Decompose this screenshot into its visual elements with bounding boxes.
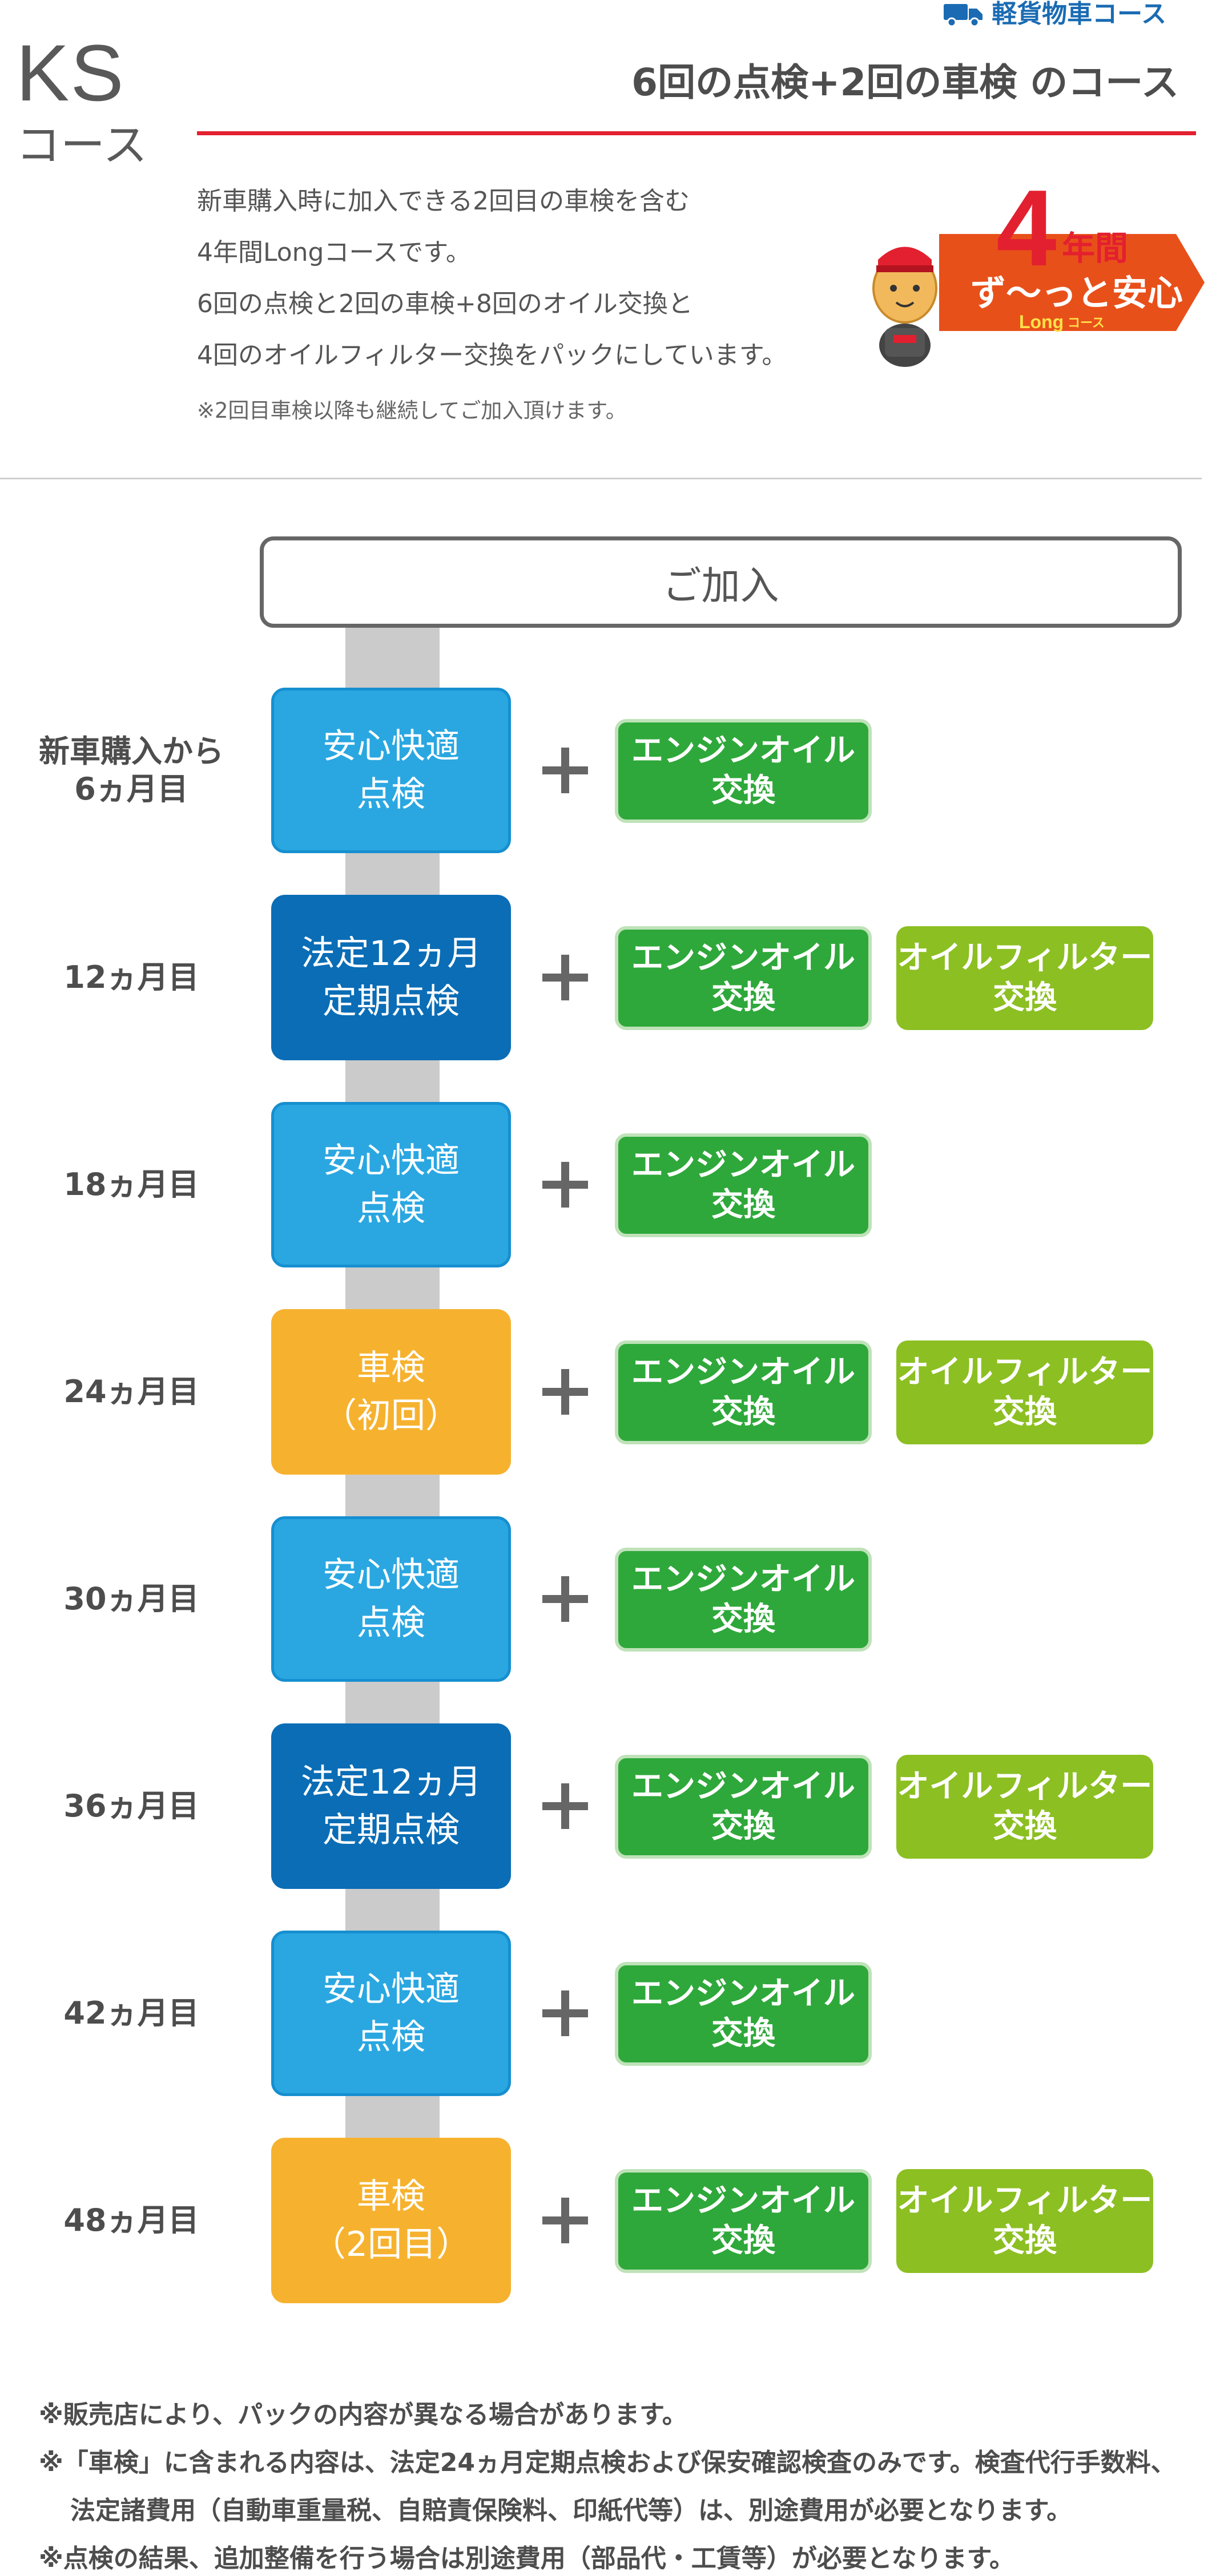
service-box-shaken: 車検 （2回目） — [271, 2138, 511, 2303]
footer-note: ※販売店により、パックの内容が異なる場合があります。 — [39, 2400, 687, 2429]
timeline-row: 24ヵ月目 車検 （初回） エンジンオイル 交換オイルフィルター 交換 — [0, 1309, 1212, 1475]
row-month-label: 48ヵ月目 — [63, 2202, 199, 2238]
timeline-row: 18ヵ月目 安心快適 点検エンジンオイル 交換 — [0, 1102, 1212, 1267]
plus-icon — [537, 2192, 594, 2249]
description-line: 4年間Longコースです。 — [197, 238, 471, 267]
footer-note: ※「車検」に含まれる内容は、法定24ヵ月定期点検および保安確認検査のみです。検査… — [39, 2448, 1176, 2477]
row-month-label: 12ヵ月目 — [63, 959, 199, 995]
plus-icon — [537, 1985, 594, 2042]
description-line: 4回のオイルフィルター交換をパックにしています。 — [197, 341, 787, 370]
badge-sub: Long — [1019, 312, 1064, 332]
service-box-inspect: 安心快適 点検 — [271, 1516, 511, 1682]
service-box-shaken: 車検 （初回） — [271, 1309, 511, 1475]
row-month-label: 30ヵ月目 — [63, 1581, 199, 1617]
timeline-row: 12ヵ月目 法定12ヵ月 定期点検エンジンオイル 交換オイルフィルター 交換 — [0, 895, 1212, 1060]
title-divider — [197, 131, 1196, 135]
course-title: 6回の点検+2回の車検 のコース — [631, 60, 1179, 104]
plus-icon — [537, 1778, 594, 1835]
engine-oil-box: エンジンオイル 交換 — [615, 1755, 872, 1859]
service-box-inspect: 安心快適 点検 — [271, 688, 511, 853]
description-line: 新車購入時に加入できる2回目の車検を含む — [197, 187, 690, 216]
truck-icon — [944, 4, 983, 27]
plus-icon — [537, 949, 594, 1006]
service-box-inspect: 安心快適 点検 — [271, 1102, 511, 1267]
row-month-label: 24ヵ月目 — [63, 1374, 199, 1410]
oil-filter-box: オイルフィルター 交換 — [896, 926, 1153, 1030]
timeline-row: 48ヵ月目 車検 （2回目） エンジンオイル 交換オイルフィルター 交換 — [0, 2138, 1212, 2303]
join-label-box: ご加入 — [260, 536, 1182, 628]
section-divider — [0, 478, 1202, 479]
oil-filter-box: オイルフィルター 交換 — [896, 2169, 1153, 2273]
engine-oil-box: エンジンオイル 交換 — [615, 1133, 872, 1237]
timeline-row: 36ヵ月目 法定12ヵ月 定期点検エンジンオイル 交換オイルフィルター 交換 — [0, 1723, 1212, 1889]
footer-note: 法定諸費用（自動車重量税、自賠責保険料、印紙代等）は、別途費用が必要となります。 — [70, 2496, 1072, 2525]
row-month-label: 新車購入から 6ヵ月目 — [39, 733, 224, 807]
row-month-label: 36ヵ月目 — [63, 1788, 199, 1824]
engine-oil-box: エンジンオイル 交換 — [615, 1962, 872, 2066]
description-line: 6回の点検と2回の車検+8回のオイル交換と — [197, 289, 693, 318]
mascot-icon — [872, 247, 937, 367]
footer-note: ※点検の結果、追加整備を行う場合は別途費用（部品代・工賃等）が必要となります。 — [39, 2544, 1015, 2573]
service-box-inspect: 安心快適 点検 — [271, 1931, 511, 2096]
service-box-legal: 法定12ヵ月 定期点検 — [271, 1723, 511, 1889]
plus-icon — [537, 1156, 594, 1213]
oil-filter-box: オイルフィルター 交換 — [896, 1755, 1153, 1859]
badge-banner — [939, 234, 1205, 331]
plus-icon — [537, 1570, 594, 1628]
plus-icon — [537, 1363, 594, 1420]
engine-oil-box: エンジンオイル 交換 — [615, 2169, 872, 2273]
engine-oil-box: エンジンオイル 交換 — [615, 1341, 872, 1444]
timeline-row: 30ヵ月目 安心快適 点検エンジンオイル 交換 — [0, 1516, 1212, 1682]
continuation-note: ※2回目車検以降も継続してご加入頂けます。 — [197, 398, 627, 423]
engine-oil-box: エンジンオイル 交換 — [615, 1548, 872, 1652]
vehicle-type-text: 軽貨物車コース — [992, 0, 1166, 29]
badge-sub-suffix: コース — [1068, 316, 1105, 330]
oil-filter-box: オイルフィルター 交換 — [896, 1341, 1153, 1444]
course-description: 新車購入時に加入できる2回目の車検を含む 4年間Longコースです。 6回の点検… — [197, 176, 787, 381]
engine-oil-box: エンジンオイル 交換 — [615, 719, 872, 823]
course-suffix: コース — [16, 120, 148, 171]
engine-oil-box: エンジンオイル 交換 — [615, 926, 872, 1030]
course-name: KS — [16, 28, 125, 118]
row-month-label: 42ヵ月目 — [63, 1995, 199, 2031]
join-label: ご加入 — [662, 563, 779, 609]
timeline-row: 42ヵ月目 安心快適 点検エンジンオイル 交換 — [0, 1931, 1212, 2096]
row-month-label: 18ヵ月目 — [63, 1166, 199, 1202]
badge-years: 4 — [996, 174, 1057, 289]
service-box-legal: 法定12ヵ月 定期点検 — [271, 895, 511, 1060]
plus-icon — [537, 742, 594, 799]
badge-slogan: ず〜っと安心 — [971, 272, 1183, 314]
timeline-row: 新車購入から 6ヵ月目安心快適 点検エンジンオイル 交換 — [0, 688, 1212, 853]
badge-years-unit: 年間 — [1062, 229, 1128, 268]
long-course-badge: 4 年間 ず〜っと安心 Long コース — [872, 174, 1205, 367]
vehicle-type-label: 軽貨物車コース — [943, 0, 1166, 29]
footer-notes: ※販売店により、パックの内容が異なる場合があります。 ※「車検」に含まれる内容は… — [39, 2391, 1176, 2576]
